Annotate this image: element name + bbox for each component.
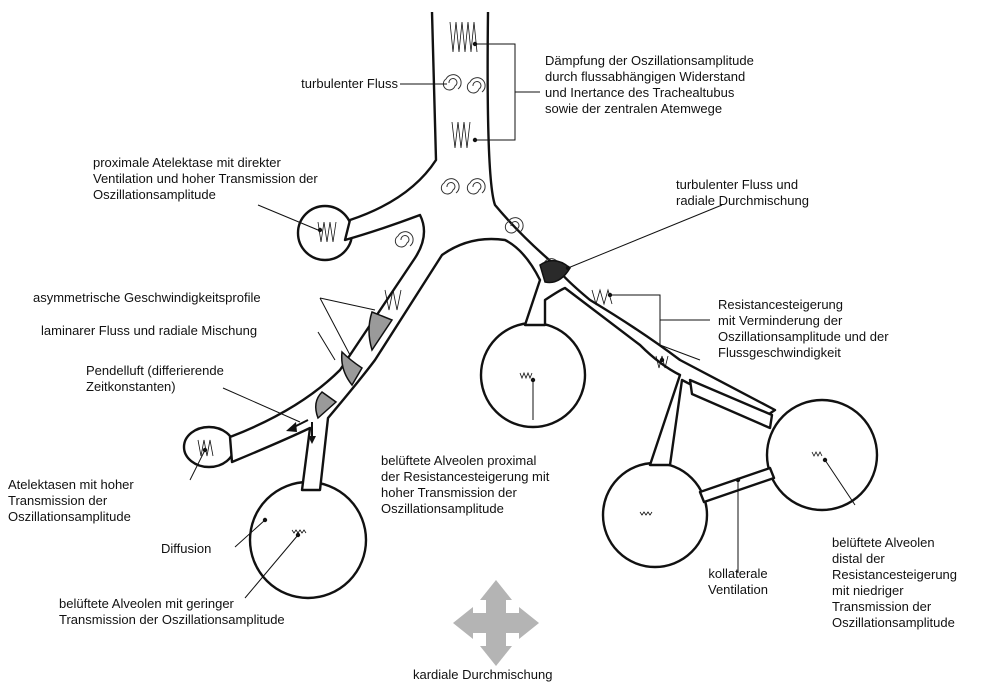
dot <box>296 533 300 537</box>
label-pendelluft: Pendelluft (differierende Zeitkonstanten… <box>86 363 224 395</box>
label-ventilated-alveoli-proximal: belüftete Alveolen proximal der Resistan… <box>381 453 549 517</box>
label-resistance-increase: Resistancesteigerung mit Verminderung de… <box>718 297 889 361</box>
label-ventilated-alveoli-low: belüftete Alveolen mit geringer Transmis… <box>59 596 285 628</box>
alveolus-right-lower-right <box>767 400 877 510</box>
dot <box>566 266 570 270</box>
dot <box>660 358 664 362</box>
label-turbulent-mixing: turbulenter Fluss und radiale Durchmisch… <box>676 177 809 209</box>
label-proximal-atelectasis: proximale Atelektase mit direkter Ventil… <box>93 155 318 203</box>
cardiac-mixing-arrow-icon <box>453 580 539 666</box>
label-cardiac-mixing: kardiale Durchmischung <box>413 667 552 683</box>
label-turbulent-flow-top: turbulenter Fluss <box>301 76 398 92</box>
leader-laminar <box>318 332 335 360</box>
label-collateral-ventilation: kollaterale Ventilation <box>680 566 796 598</box>
swirl-icon <box>395 232 413 247</box>
dot <box>736 478 740 482</box>
zigzag-right-bronchus <box>592 290 612 304</box>
dot <box>473 42 477 46</box>
dot <box>318 228 322 232</box>
label-laminar-flow: laminarer Fluss und radiale Mischung <box>41 323 257 339</box>
dot <box>263 518 267 522</box>
label-diffusion: Diffusion <box>161 541 211 557</box>
dot <box>531 378 535 382</box>
dot <box>473 138 477 142</box>
leader-turb-mixing <box>568 205 722 268</box>
leader-pendelluft <box>223 388 300 422</box>
dot <box>823 458 827 462</box>
label-ventilated-alveoli-distal: belüftete Alveolen distal der Resistance… <box>832 535 957 631</box>
dot <box>203 448 207 452</box>
alveolus-right-lower-left <box>603 463 707 567</box>
collateral-channel <box>700 468 774 502</box>
atelectasis-top-left <box>298 206 352 260</box>
label-atelectasis-high: Atelektasen mit hoher Transmission der O… <box>8 477 134 525</box>
label-asymmetric-profiles: asymmetrische Geschwindigkeitsprofile <box>33 290 261 306</box>
dot <box>608 293 612 297</box>
alveolus-left-bottom <box>250 482 366 598</box>
label-damping: Dämpfung der Oszillationsamplitude durch… <box>545 53 754 117</box>
